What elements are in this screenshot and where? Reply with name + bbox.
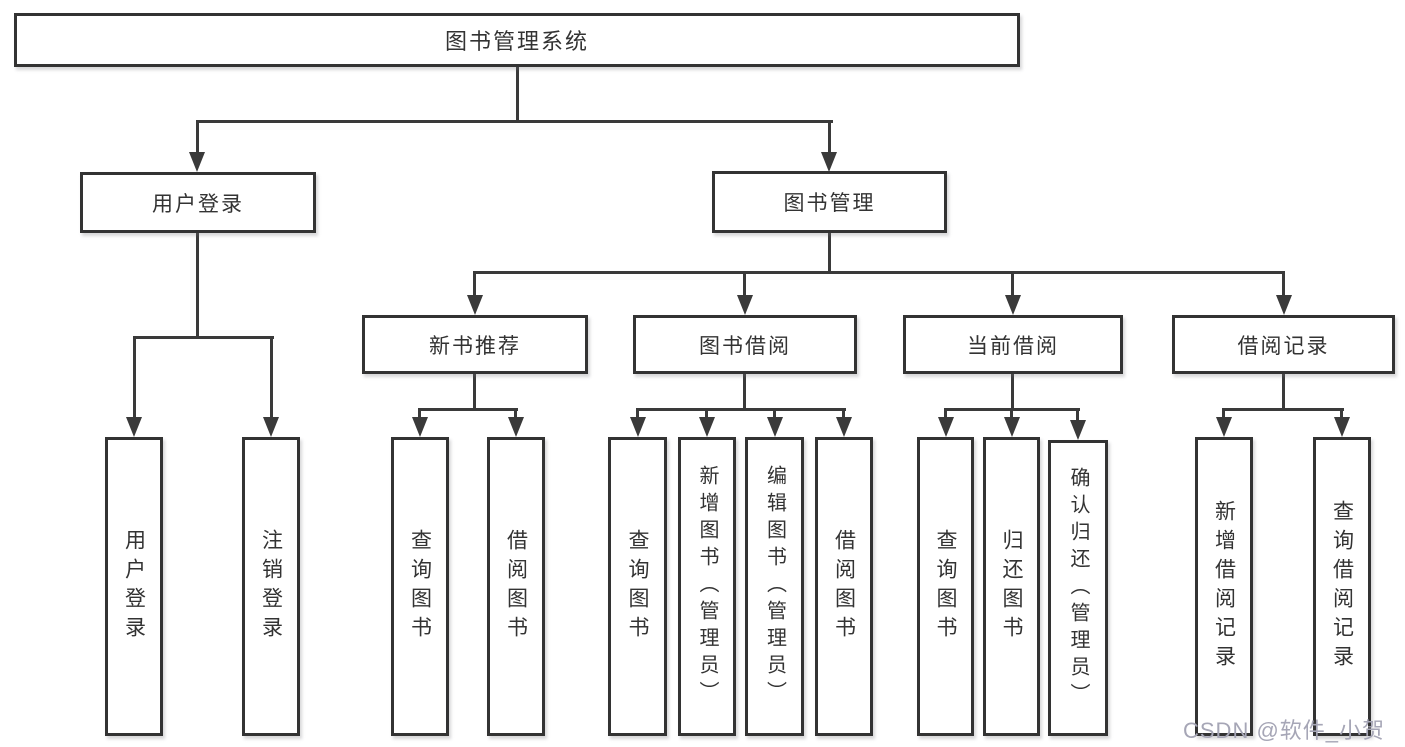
leaf-add-borrow-record: 新增借阅记录 bbox=[1195, 437, 1253, 736]
connector-drop bbox=[773, 408, 776, 421]
leaf-return-books: 归还图书 bbox=[983, 437, 1040, 736]
node-user-login: 用户登录 bbox=[80, 172, 316, 233]
node-root-library-management-system: 图书管理系统 bbox=[14, 13, 1020, 67]
leaf-edit-books-admin: 编辑图书（管理员） bbox=[745, 437, 804, 736]
connector-drop bbox=[842, 408, 845, 421]
connector-drop-user-login bbox=[196, 120, 199, 154]
arrow-down-icon bbox=[1276, 295, 1292, 315]
node-borrowing-records: 借阅记录 bbox=[1172, 315, 1395, 374]
arrow-down-icon bbox=[1216, 417, 1232, 437]
connector-new-book-rec-branch bbox=[418, 408, 518, 411]
connector-drop-current-borrow bbox=[1011, 271, 1014, 297]
arrow-down-icon bbox=[1004, 417, 1020, 437]
connector-drop-book-mgmt bbox=[828, 120, 831, 154]
connector-drop bbox=[418, 408, 421, 421]
arrow-down-icon bbox=[737, 295, 753, 315]
arrow-down-icon bbox=[836, 417, 852, 437]
connector-user-login-branch bbox=[133, 336, 274, 339]
connector-drop-borrow-records bbox=[1282, 271, 1285, 297]
connector-borrow-records-stem bbox=[1282, 371, 1285, 410]
leaf-query-books-recommend: 查询图书 bbox=[391, 437, 449, 736]
arrow-down-icon bbox=[412, 417, 428, 437]
connector-borrow-records-branch bbox=[1222, 408, 1344, 411]
leaf-borrow-books-recommend: 借阅图书 bbox=[487, 437, 545, 736]
node-new-book-recommendation: 新书推荐 bbox=[362, 315, 588, 374]
connector-drop bbox=[636, 408, 639, 421]
leaf-add-books-admin: 新增图书（管理员） bbox=[678, 437, 736, 736]
arrow-down-icon bbox=[821, 152, 837, 172]
connector-current-borrow-stem bbox=[1011, 371, 1014, 410]
connector-drop bbox=[944, 408, 947, 421]
arrow-down-icon bbox=[767, 417, 783, 437]
arrow-down-icon bbox=[126, 417, 142, 437]
connector-book-mgmt-branch bbox=[473, 271, 1285, 274]
arrow-down-icon bbox=[1005, 295, 1021, 315]
leaf-query-books-borrow: 查询图书 bbox=[608, 437, 667, 736]
connector-drop bbox=[1010, 408, 1013, 421]
connector-drop-new-book-rec bbox=[473, 271, 476, 297]
connector-book-borrow-stem bbox=[743, 371, 746, 410]
csdn-watermark: CSDN @软件_小贺同学 bbox=[1183, 718, 1386, 743]
connector-drop bbox=[1340, 408, 1343, 421]
connector-user-login-stem bbox=[196, 230, 199, 336]
connector-drop bbox=[1076, 408, 1079, 421]
arrow-down-icon bbox=[263, 417, 279, 437]
arrow-down-icon bbox=[467, 295, 483, 315]
leaf-query-borrow-record: 查询借阅记录 bbox=[1313, 437, 1371, 736]
node-book-management: 图书管理 bbox=[712, 171, 947, 233]
arrow-down-icon bbox=[1334, 417, 1350, 437]
leaf-query-books-current: 查询图书 bbox=[917, 437, 974, 736]
node-book-borrowing: 图书借阅 bbox=[633, 315, 857, 374]
leaf-user-login: 用户登录 bbox=[105, 437, 163, 736]
arrow-down-icon bbox=[938, 417, 954, 437]
connector-drop bbox=[514, 408, 517, 421]
leaf-logout: 注销登录 bbox=[242, 437, 300, 736]
connector-book-mgmt-stem bbox=[828, 231, 831, 273]
connector-drop-book-borrow bbox=[743, 271, 746, 297]
connector-drop-leaf-logout bbox=[270, 336, 273, 421]
connector-root-stem bbox=[516, 65, 519, 120]
arrow-down-icon bbox=[1070, 420, 1086, 440]
node-current-borrowing: 当前借阅 bbox=[903, 315, 1123, 374]
connector-drop bbox=[705, 408, 708, 421]
connector-new-book-rec-stem bbox=[473, 371, 476, 410]
connector-drop-leaf-user-login bbox=[133, 336, 136, 421]
connector-book-borrow-branch bbox=[636, 408, 846, 411]
arrow-down-icon bbox=[508, 417, 524, 437]
arrow-down-icon bbox=[189, 152, 205, 172]
arrow-down-icon bbox=[699, 417, 715, 437]
arrow-down-icon bbox=[630, 417, 646, 437]
leaf-confirm-return-admin: 确认归还（管理员） bbox=[1048, 440, 1108, 736]
connector-drop bbox=[1222, 408, 1225, 421]
leaf-borrow-books: 借阅图书 bbox=[815, 437, 873, 736]
connector-root-branch bbox=[196, 120, 833, 123]
